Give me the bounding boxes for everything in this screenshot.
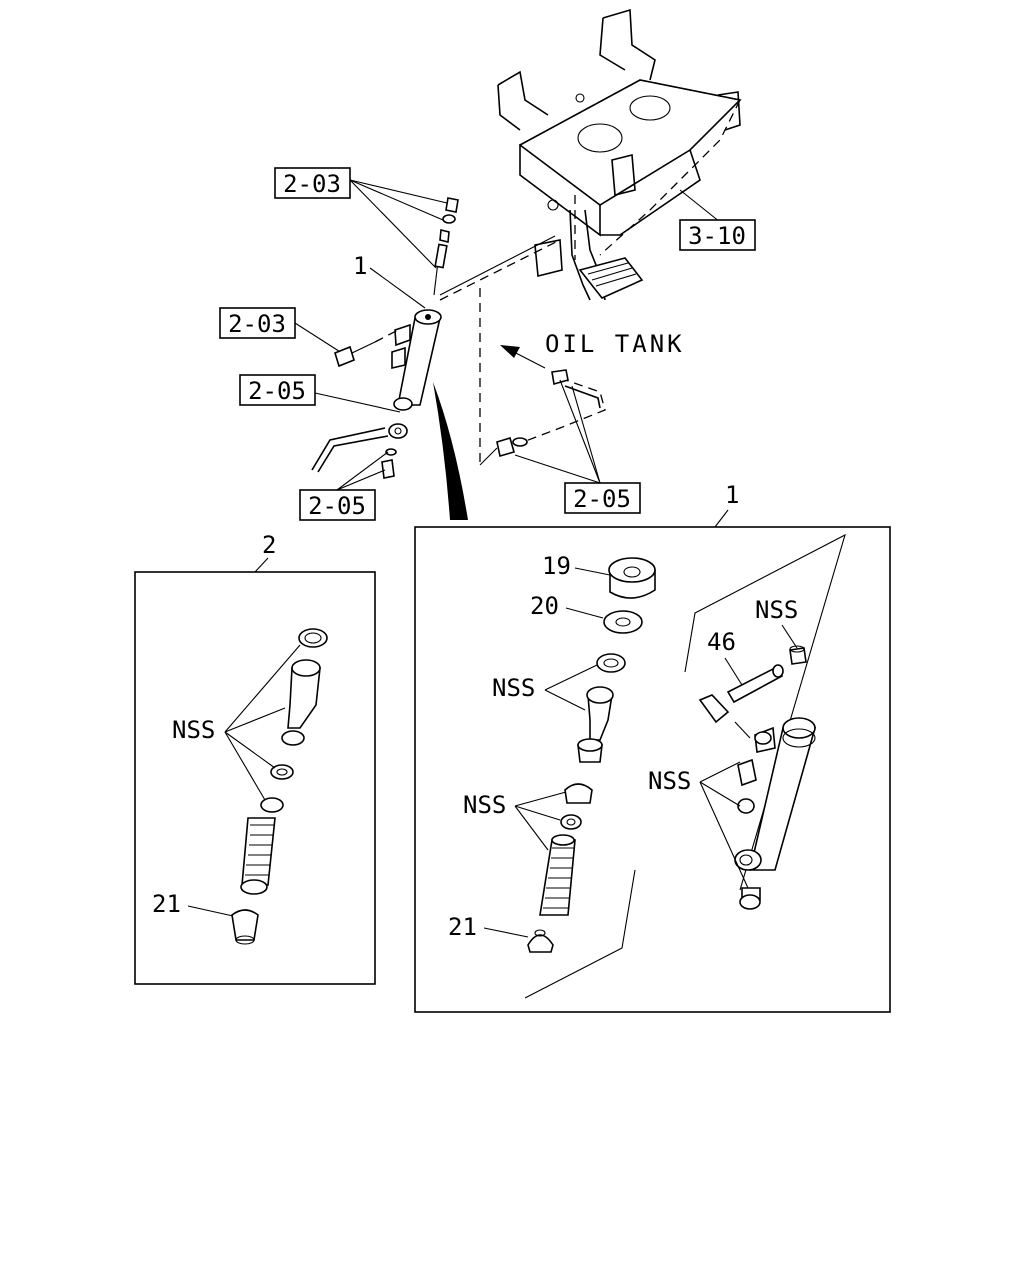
part-21-label-panel-1: 21 (448, 913, 477, 941)
panel-1-nss-top-right-label: NSS (755, 596, 798, 624)
ref-box-2-03-top[interactable] (274, 167, 351, 199)
panel-1-number: 1 (725, 481, 739, 509)
part-20-label: 20 (530, 592, 559, 620)
panel-1-nss-middle-label: NSS (463, 791, 506, 819)
nut-washer-group (439, 197, 459, 244)
ref-box-2-05-right[interactable] (564, 482, 641, 514)
label-1-main: 1 (353, 252, 367, 280)
panel-2-nss-label: NSS (172, 716, 215, 744)
bolt-left (334, 329, 399, 368)
ref-label-2-05-right: 2-05 (573, 485, 631, 513)
spring-panel-2 (240, 817, 276, 895)
panel-2-number: 2 (262, 531, 276, 559)
ref-label-2-05-bottom: 2-05 (308, 492, 366, 520)
part-19-label: 19 (542, 552, 571, 580)
reservoir-cap (608, 557, 656, 599)
pedal-bracket-assembly (497, 8, 742, 301)
master-cylinder-installed (391, 243, 448, 411)
panel-2: 2 NSS 21 (134, 531, 376, 985)
ref-label-3-10: 3-10 (688, 222, 746, 250)
ref-box-3-10[interactable] (679, 219, 756, 251)
panel-1-nss-upper-label: NSS (492, 674, 535, 702)
ref-label-2-05-left: 2-05 (248, 377, 306, 405)
ref-label-2-03-top: 2-03 (283, 170, 341, 198)
panel-1-nss-right-label: NSS (648, 767, 691, 795)
ref-box-2-05-bottom[interactable] (299, 489, 376, 521)
oil-tank-label: OIL TANK (545, 330, 685, 358)
panel-1: 1 19 20 NSS NSS (414, 481, 891, 1013)
oil-tank-hose (479, 288, 606, 466)
part-46-label: 46 (707, 628, 736, 656)
fitting-46 (698, 664, 784, 739)
ref-box-2-05-left[interactable] (239, 374, 316, 406)
ref-label-2-03-left: 2-03 (228, 310, 286, 338)
detail-pointer-arrow (433, 382, 468, 520)
hydraulic-pipe-lower (311, 423, 408, 479)
panel-2-part-21-label: 21 (152, 890, 181, 918)
master-cylinder-body (734, 717, 817, 910)
ref-box-2-03-left[interactable] (219, 307, 296, 339)
spring-panel-1 (539, 834, 576, 916)
